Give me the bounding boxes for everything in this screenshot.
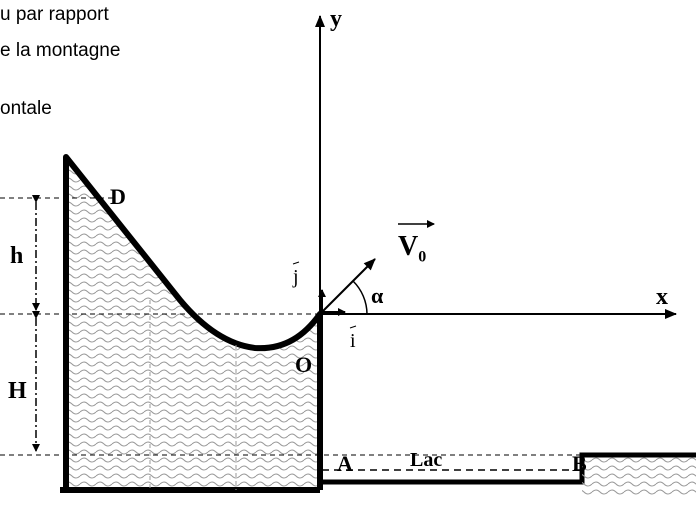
x-axis-label: x: [656, 284, 668, 310]
label-point-D: D: [110, 184, 126, 209]
point-O-marker: [318, 312, 322, 316]
arrow-over-j: [292, 261, 300, 265]
label-unit-j: j: [293, 266, 299, 288]
text-line-1: u par rapport: [0, 4, 109, 25]
label-H: H: [8, 378, 27, 404]
mountain-outline: [63, 154, 323, 490]
arrow-over-i: [349, 325, 357, 329]
right-ground: [582, 457, 696, 497]
velocity-subscript: 0: [418, 248, 427, 266]
label-h: h: [10, 243, 24, 269]
angle-arc: [352, 280, 368, 315]
label-point-O: O: [295, 352, 313, 377]
label-point-B: B: [572, 451, 587, 476]
label-angle: α: [371, 283, 384, 308]
text-line-3: ontale: [0, 98, 52, 119]
text-line-2: e la montagne: [0, 40, 121, 61]
label-lake: Lac: [410, 449, 443, 471]
y-axis-label: y: [330, 6, 342, 32]
label-point-A: A: [337, 451, 353, 476]
velocity-vector: [319, 258, 376, 315]
label-unit-i: i: [350, 330, 356, 352]
velocity-letter: V: [398, 231, 419, 262]
label-velocity: V0: [398, 231, 426, 267]
